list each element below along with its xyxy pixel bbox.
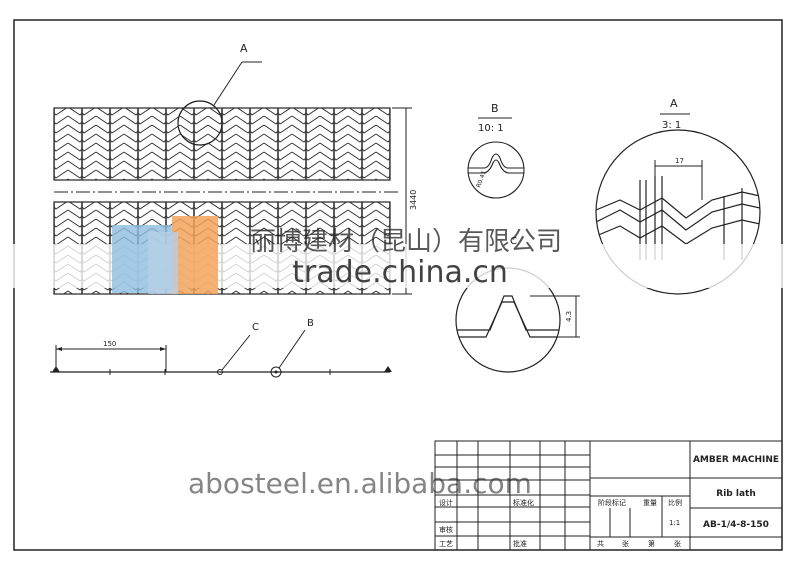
title-part-name: Rib lath [716, 489, 755, 499]
height-dimension-text: 3440 [409, 190, 418, 210]
title-scale-label: 比例 [668, 498, 682, 507]
title-process-label: 工艺 [439, 540, 453, 548]
title-review-label: 审核 [439, 525, 453, 534]
mesh-panel-top [53, 107, 391, 181]
watermark-company-cn: 丽博建材（昆山）有限公司 [250, 227, 562, 257]
detail-c-marker: C [252, 322, 259, 333]
watermark-trade: trade.china.cn [292, 255, 508, 290]
title-weight-label: 重量 [643, 499, 657, 507]
title-sheet-zhang2: 张 [674, 539, 681, 548]
view-a: A 3: 1 17 [595, 97, 761, 295]
title-sheet-di: 第 [648, 539, 655, 548]
watermark-logo [112, 216, 218, 294]
detail-b-marker: B [307, 318, 314, 329]
detail-a-letter: A [240, 42, 248, 55]
title-sheet-total: 共 [597, 539, 604, 548]
view-a-dimension: 17 [675, 157, 684, 165]
view-b-title: B [491, 102, 499, 115]
detail-a-callout: A [177, 42, 262, 146]
watermark-banner: 丽博建材（昆山）有限公司 trade.china.cn [0, 216, 800, 294]
title-scale-value: 1:1 [669, 519, 680, 527]
profile-view: 150 C B [50, 318, 392, 378]
watermark-abosteel: abosteel.en.alibaba.com [188, 467, 532, 500]
title-approve-label: 批准 [513, 539, 527, 548]
view-b-scale: 10: 1 [478, 123, 504, 134]
title-part-no: AB-1/4-8-150 [703, 520, 769, 530]
view-b: B 10: 1 R0.41 [467, 102, 525, 199]
view-a-title: A [670, 97, 678, 110]
view-c-dimension: 4.3 [565, 311, 573, 322]
title-standard-label: 标准化 [513, 498, 534, 507]
title-stage-label: 阶段标记 [598, 498, 626, 507]
pitch-dimension-text: 150 [103, 340, 116, 348]
title-block [434, 440, 783, 551]
view-c-title: C [510, 236, 517, 247]
view-a-scale: 3: 1 [662, 120, 681, 131]
title-design-label: 设计 [439, 498, 453, 507]
title-sheet-zhang: 张 [622, 539, 629, 548]
title-company: AMBER MACHINE [693, 455, 779, 465]
